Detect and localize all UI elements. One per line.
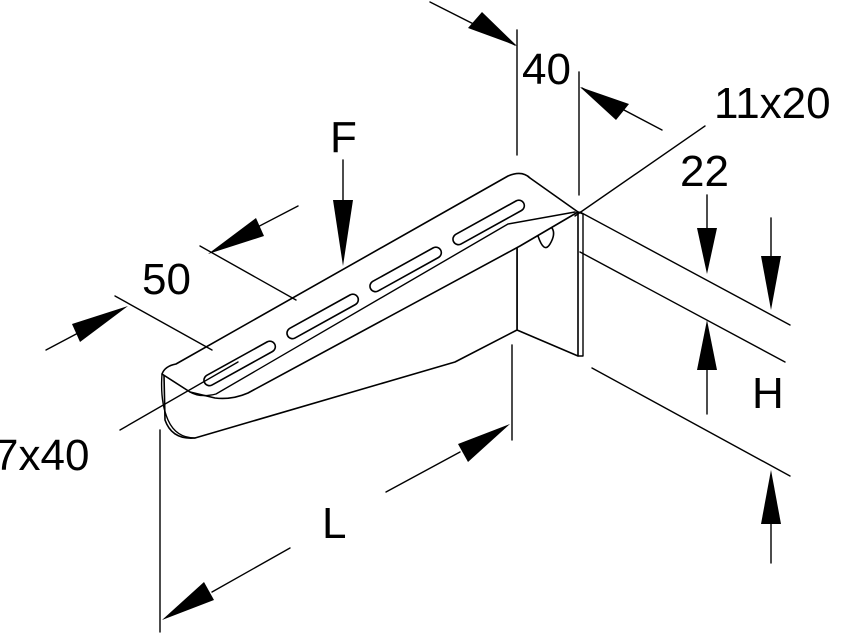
dimension-40: 40 [429,1,663,196]
flange-slot-3 [369,246,443,293]
flange-slot-2 [286,293,360,340]
force-arrow-F: F [330,113,357,266]
flange-slot-4 [452,199,526,246]
label-50: 50 [142,255,191,304]
dimension-L: L [159,344,513,633]
dimension-50: 50 [45,205,299,351]
label-L: L [322,499,346,548]
label-40: 40 [522,45,571,94]
label-11x20: 11x20 [714,79,831,128]
label-H: H [752,369,784,418]
bracket-part [160,172,584,439]
label-F: F [330,113,357,162]
leader-11x20: 11x20 [574,79,831,217]
label-7x40: 7x40 [0,431,89,480]
label-22: 22 [680,147,729,196]
dimension-22-H: 22 H [579,147,791,564]
leader-7x40: 7x40 [0,361,239,480]
flange-slot-1 [203,340,277,387]
